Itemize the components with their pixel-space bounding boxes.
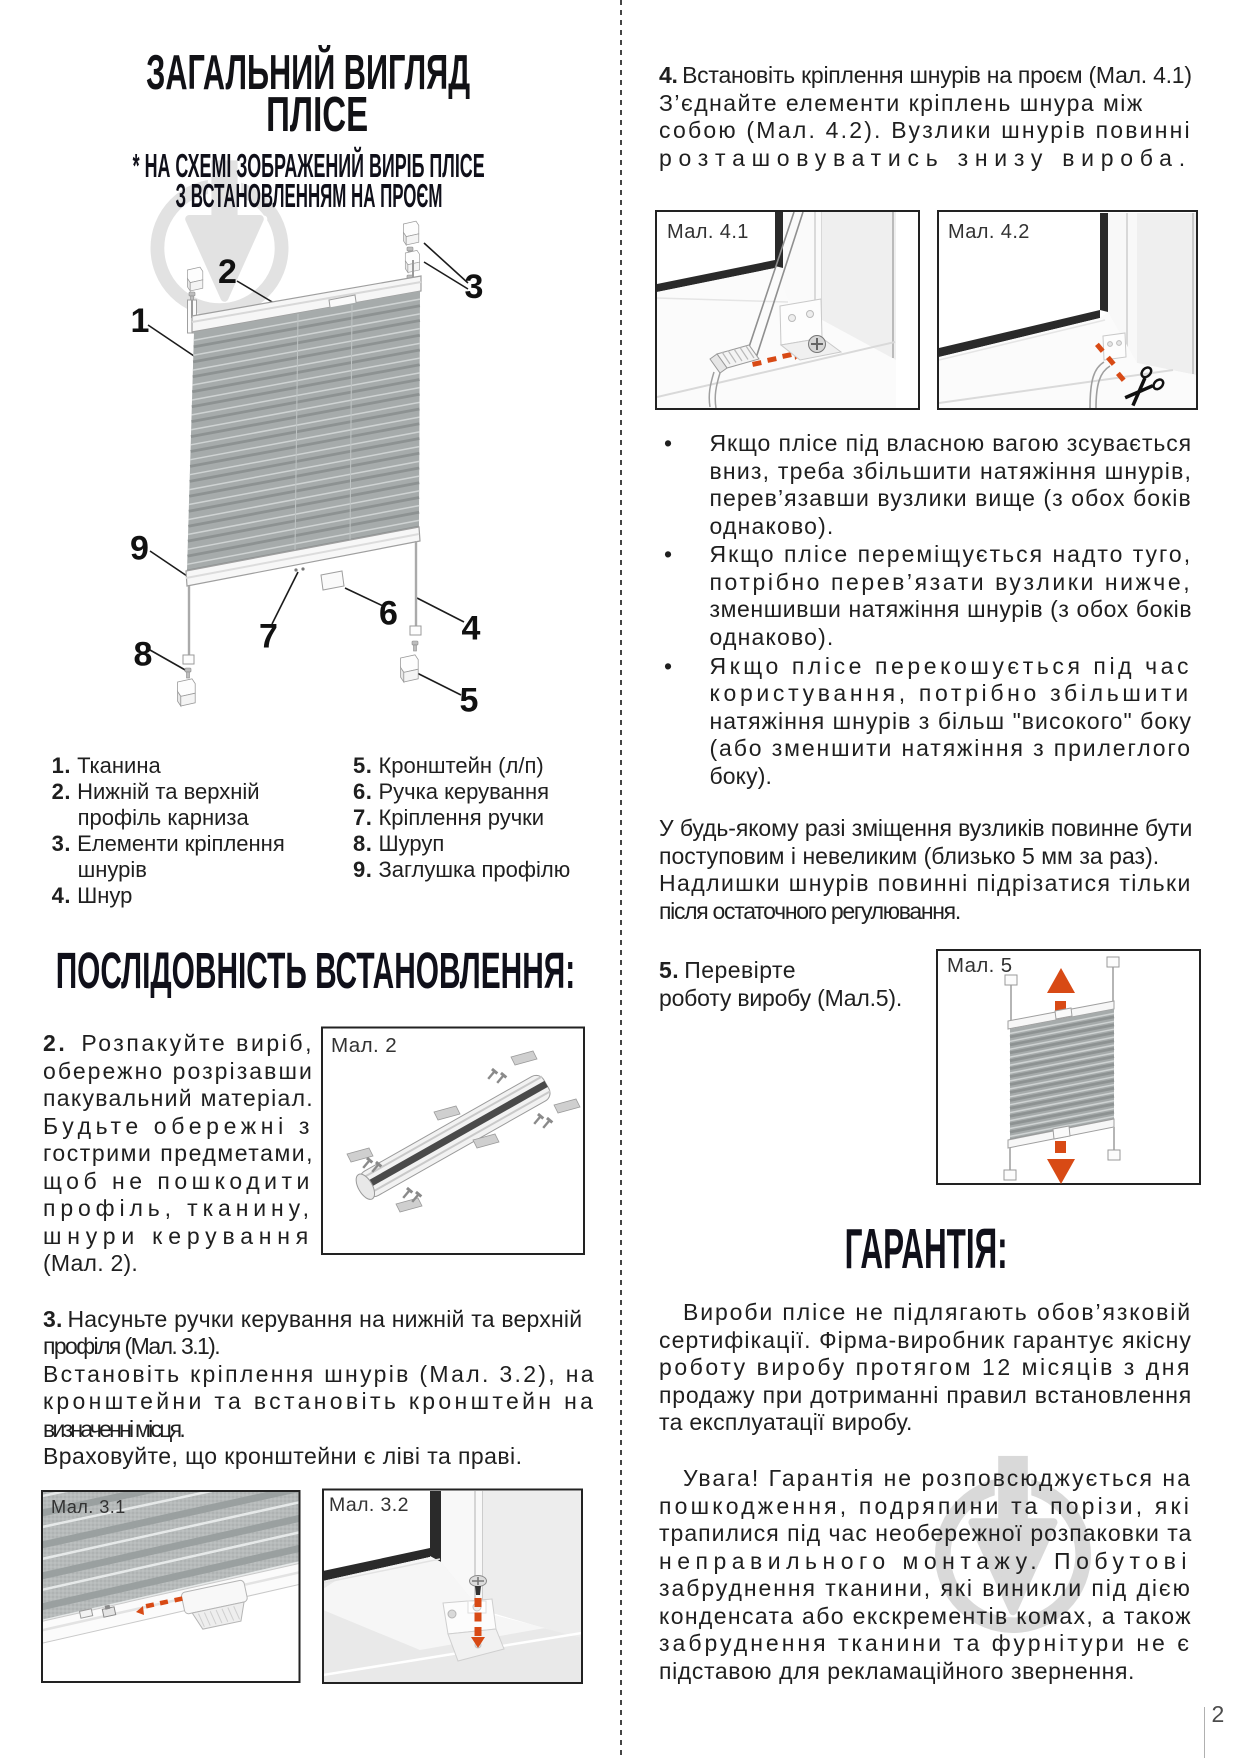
svg-text:9: 9 — [130, 530, 149, 568]
svg-text:2: 2 — [218, 253, 237, 291]
svg-text:6: 6 — [379, 595, 398, 633]
svg-text:3: 3 — [465, 268, 484, 306]
svg-text:8: 8 — [134, 636, 153, 674]
svg-text:1: 1 — [131, 302, 150, 340]
svg-text:5: 5 — [460, 682, 479, 720]
svg-text:4: 4 — [462, 610, 481, 648]
svg-text:7: 7 — [259, 618, 278, 656]
